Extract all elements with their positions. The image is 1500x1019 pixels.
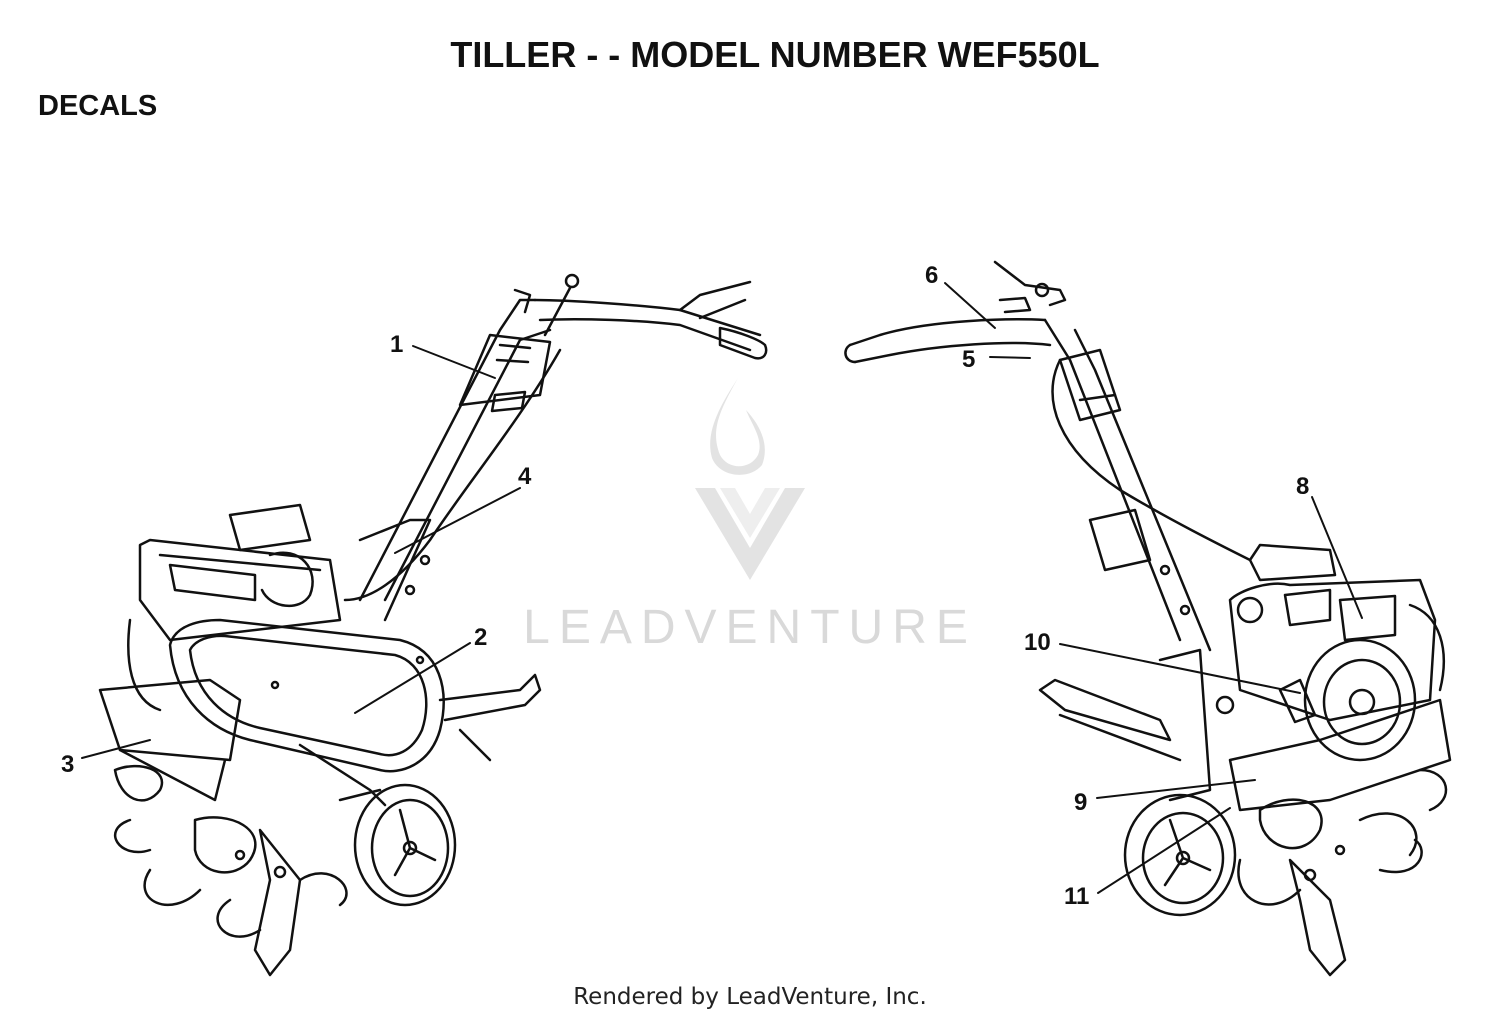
- callout-6: 6: [925, 262, 938, 289]
- callout-4: 4: [518, 463, 532, 490]
- callout-9: 9: [1074, 789, 1087, 816]
- callout-5: 5: [962, 346, 975, 373]
- callout-leaders: [81, 282, 1363, 894]
- callout-2: 2: [474, 624, 487, 651]
- right-tiller-illustration: [844, 260, 1452, 977]
- page-title: TILLER - - MODEL NUMBER WEF550L: [450, 34, 1100, 75]
- callout-10: 10: [1024, 629, 1051, 656]
- callout-1: 1: [390, 331, 403, 358]
- callout-8: 8: [1296, 473, 1309, 500]
- left-tiller-illustration: [98, 273, 768, 977]
- section-heading: DECALS: [38, 90, 158, 122]
- leadventure-logo-icon: [695, 378, 805, 580]
- callout-labels: 1 2 3 4 5 6 8 10 9 11: [61, 262, 1309, 910]
- footer-credit: Rendered by LeadVenture, Inc.: [573, 984, 927, 1010]
- callout-3: 3: [61, 751, 74, 778]
- watermark-text: LEADVENTURE: [523, 601, 977, 654]
- callout-11: 11: [1064, 883, 1089, 910]
